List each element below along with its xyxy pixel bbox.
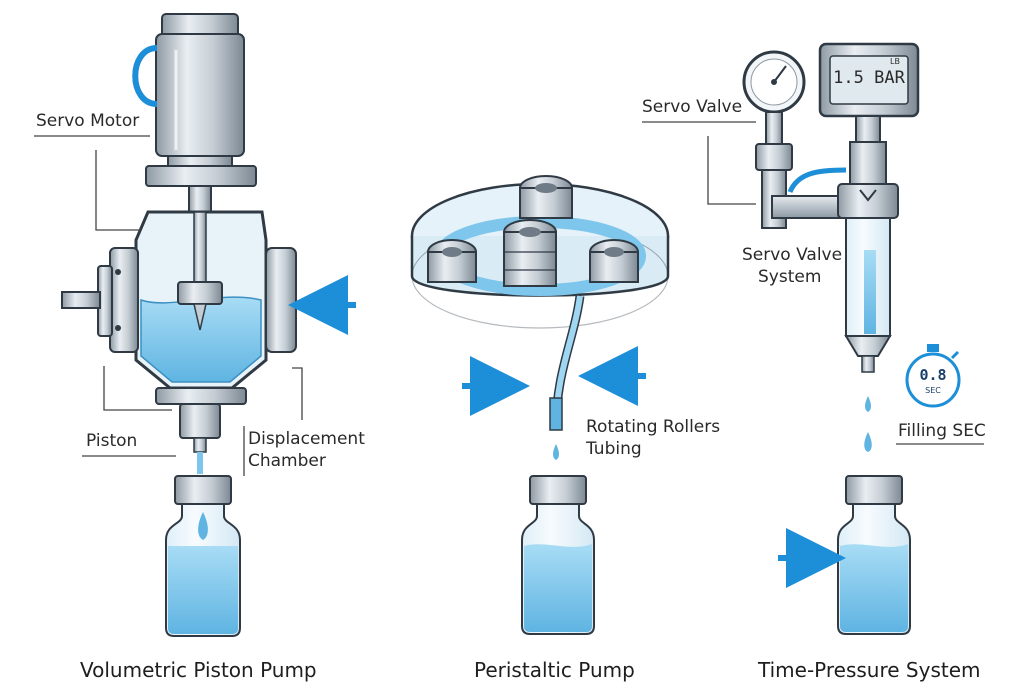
label-displacement-line2: Chamber	[248, 451, 326, 471]
label-servo-valve-system-line2: System	[758, 267, 822, 287]
stopwatch-icon	[905, 344, 961, 408]
label-servo-valve-system-line1: Servo Valve	[742, 245, 843, 265]
label-servo-valve: Servo Valve	[642, 97, 743, 117]
caption-time-pressure-system: Time-Pressure System	[758, 658, 981, 682]
servo-motor	[132, 13, 257, 187]
rotating-rollers	[427, 175, 639, 287]
pressure-display	[818, 42, 920, 143]
label-filling-sec: Filling SEC	[898, 421, 986, 441]
label-rotating-rollers: Rotating Rollers	[586, 417, 721, 437]
label-displacement-line1: Displacement	[248, 429, 365, 449]
leader-lines-time-pressure	[642, 121, 984, 445]
label-piston: Piston	[86, 431, 138, 451]
vial-time-pressure	[837, 475, 911, 635]
label-tubing: Tubing	[586, 439, 642, 459]
servo-valve-system	[837, 141, 899, 452]
vial-volumetric	[165, 475, 241, 637]
pressure-readout: 1.5 BAR	[833, 68, 905, 88]
volumetric-piston-pump	[34, 13, 356, 637]
timer-unit: SEC	[925, 386, 941, 395]
timer-readout: 0.8	[919, 366, 947, 384]
leader-lines-volumetric	[34, 135, 303, 476]
caption-peristaltic-pump: Peristaltic Pump	[474, 658, 635, 682]
vial-peristaltic	[521, 475, 595, 635]
pressure-unit-small: LB	[890, 57, 900, 66]
peristaltic-pump	[410, 175, 670, 635]
caption-volumetric-piston-pump: Volumetric Piston Pump	[80, 658, 317, 682]
label-servo-motor: Servo Motor	[36, 111, 140, 131]
piston	[177, 211, 223, 331]
time-pressure-system	[642, 42, 984, 635]
